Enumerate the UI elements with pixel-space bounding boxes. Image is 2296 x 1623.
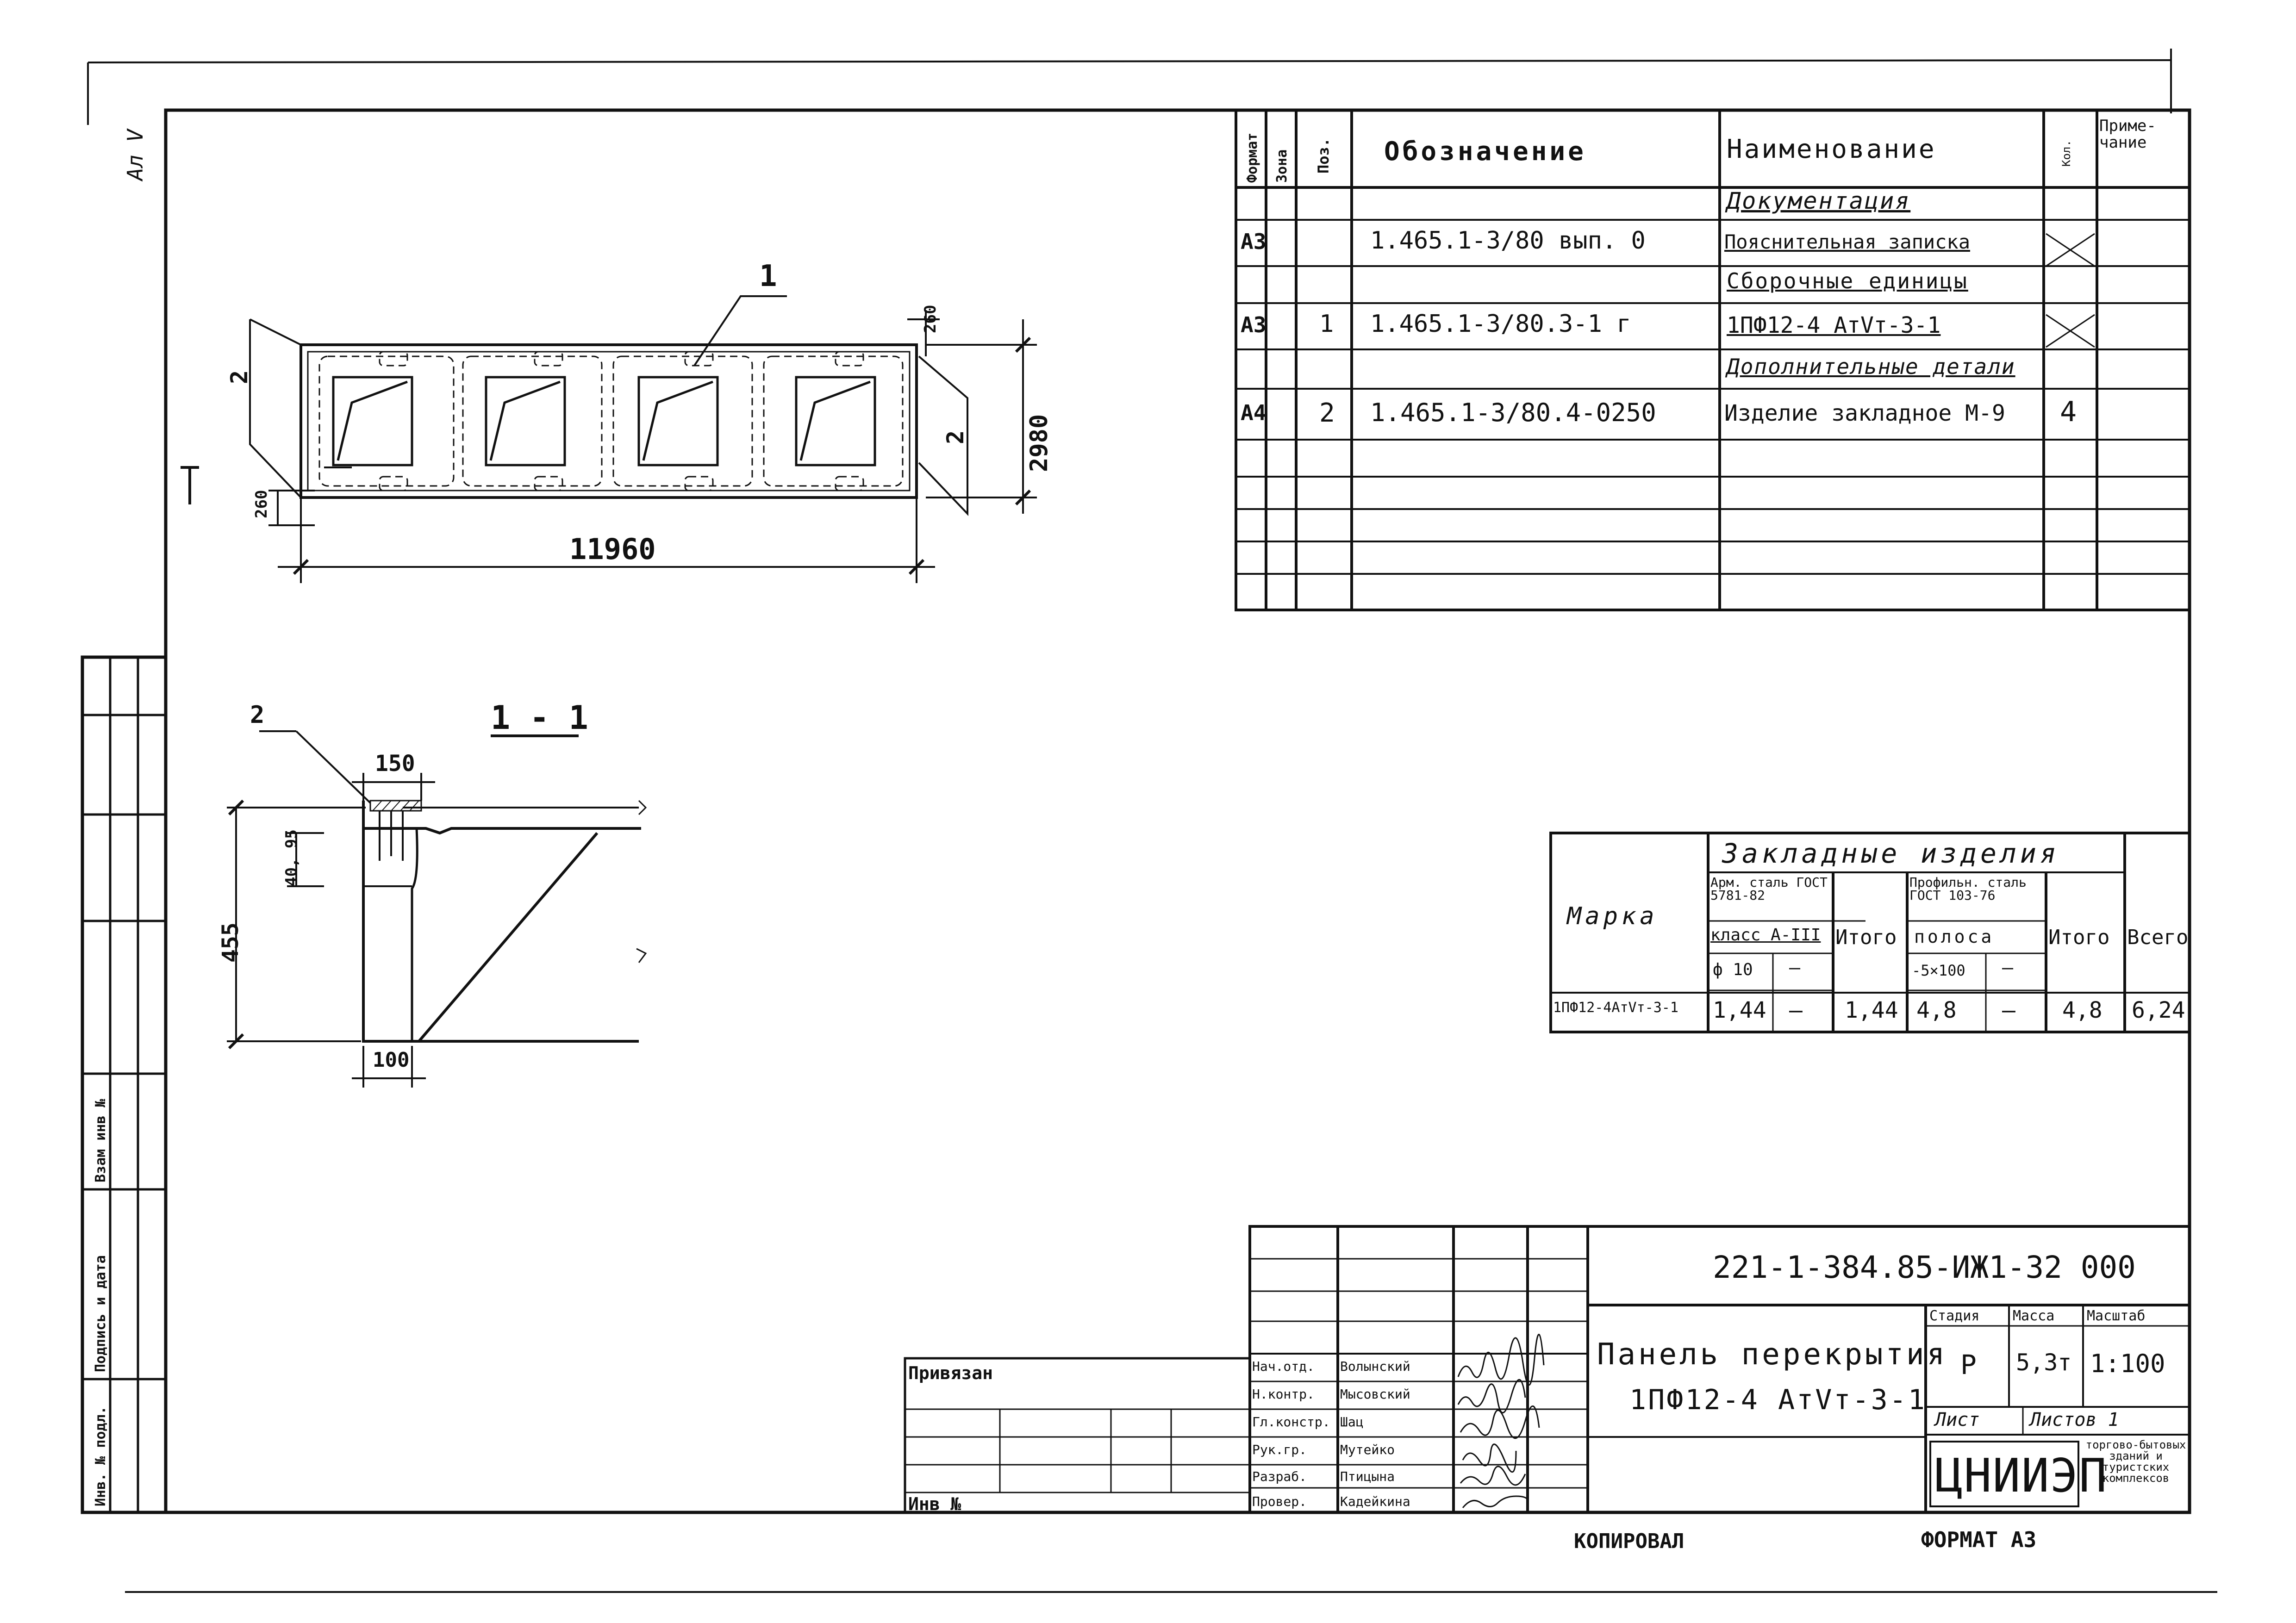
copied-label: КОПИРОВАЛ xyxy=(1574,1530,1685,1553)
title-block-stage-label: Стадия xyxy=(1929,1308,1980,1324)
panel-plan xyxy=(181,295,968,516)
embedded-marka: Марка xyxy=(1567,902,1658,930)
spec-header-qty: Кол. xyxy=(2060,140,2073,167)
spec-row-name: Изделие закладное М-9 xyxy=(1724,400,2005,426)
section-dim-100: 100 xyxy=(373,1048,410,1072)
spec-row-format: А3 xyxy=(1241,229,1267,254)
title-block-stage: Р xyxy=(1960,1349,1977,1380)
spec-header-pos: Поз. xyxy=(1315,137,1332,174)
person-name: Птицына xyxy=(1340,1469,1395,1484)
embedded-profile-steel: Профильн. сталь ГОСТ 103-76 xyxy=(1909,875,2027,903)
format-label: ФОРМАТ А3 xyxy=(1921,1527,2037,1552)
plan-dim-bottom: 260 xyxy=(252,490,271,518)
spec-row-name: 1ПФ12-4 АтVт-3-1 xyxy=(1727,312,1941,338)
person-role: Нач.отд. xyxy=(1252,1359,1315,1374)
section-dim-455: 455 xyxy=(218,922,243,963)
spec-header-name: Наименование xyxy=(1727,134,1936,164)
plan-dimensions xyxy=(268,310,1037,583)
spec-row-designation: 1.465.1-3/80.3-1 г xyxy=(1370,310,1631,338)
title-block-org: ЦНИИЭП xyxy=(1935,1449,2108,1503)
spec-row-format: А4 xyxy=(1241,400,1267,425)
spec-row-qty: 4 xyxy=(2060,396,2077,428)
plan-pos-1: 1 xyxy=(759,259,777,293)
embedded-dash: — xyxy=(2002,957,2014,978)
plan-dim-top: 260 xyxy=(921,305,940,333)
plan-dim-length: 11960 xyxy=(569,532,656,566)
section-1-1 xyxy=(259,730,647,1043)
title-block-title-line2: 1ПФ12-4 АтVт-3-1 xyxy=(1629,1384,1927,1416)
spec-row-format: А3 xyxy=(1241,312,1267,337)
embedded-row-a-total: 1,44 xyxy=(1845,997,1898,1023)
person-name: Мысовский xyxy=(1340,1387,1410,1402)
embedded-phi10: ф 10 xyxy=(1713,960,1753,979)
spec-row-designation: 1.465.1-3/80.4-0250 xyxy=(1370,398,1656,427)
embedded-class: класс А-III xyxy=(1710,926,1821,945)
title-block-mass: 5,3т xyxy=(2016,1349,2072,1376)
embedded-polosa: полоса xyxy=(1914,927,1995,947)
spec-row-section-name: Сборочные единицы xyxy=(1727,268,1968,293)
person-name: Мутейко xyxy=(1340,1442,1395,1457)
section-dim-40-95: 40, 95 xyxy=(282,829,301,886)
embedded-dash: — xyxy=(1789,957,1801,978)
person-name: Волынский xyxy=(1340,1359,1410,1374)
embedded-row-p-total: 4,8 xyxy=(2062,997,2103,1023)
person-role: Гл.констр. xyxy=(1252,1414,1330,1430)
spec-row-section-name: Дополнительные детали xyxy=(1727,354,2015,379)
spec-header-zone: Зона xyxy=(1274,149,1290,183)
title-block-mass-label: Масса xyxy=(2013,1308,2055,1324)
embedded-row-mark: 1ПФ12-4АтVт-3-1 xyxy=(1553,1000,1678,1016)
embedded-size: -5×100 xyxy=(1912,962,1965,979)
spec-header-format: Формат xyxy=(1244,132,1260,183)
title-block-sheet-label: Лист xyxy=(1935,1409,1980,1430)
section-dim-150: 150 xyxy=(375,751,415,777)
title-block-org-desc: торгово-бытовых зданий и туристских комп… xyxy=(2085,1438,2186,1485)
embedded-row-a2: — xyxy=(1789,997,1803,1023)
title-block-scale: 1:100 xyxy=(2090,1349,2165,1378)
person-name: Кадейкина xyxy=(1340,1494,1410,1509)
embedded-arm-steel: Арм. сталь ГОСТ 5781-82 xyxy=(1710,875,1828,903)
spec-row-designation: 1.465.1-3/80 вып. 0 xyxy=(1370,227,1646,255)
section-title: 1 - 1 xyxy=(491,699,588,737)
plan-dim-width: 2980 xyxy=(1025,414,1053,472)
title-block-sheets-label: Листов 1 xyxy=(2030,1409,2119,1430)
spec-header-note: Приме-чание xyxy=(2099,117,2156,152)
section-dimensions xyxy=(227,773,435,1088)
spec-row-name: Пояснительная записка xyxy=(1724,230,1971,253)
person-role: Провер. xyxy=(1252,1494,1307,1509)
plan-pos-2-left: 2 xyxy=(226,370,253,384)
embedded-row-p1: 4,8 xyxy=(1916,997,1957,1023)
person-role: Разраб. xyxy=(1252,1469,1307,1484)
title-block-scale-label: Масштаб xyxy=(2087,1308,2146,1324)
embedded-row-a1: 1,44 xyxy=(1713,997,1766,1023)
person-role: Рук.гр. xyxy=(1252,1442,1307,1457)
spec-row-pos: 1 xyxy=(1319,310,1334,338)
embedded-row-p2: — xyxy=(2002,997,2015,1023)
embedded-row-total: 6,24 xyxy=(2132,997,2185,1023)
title-block-privyazan: Привязан xyxy=(908,1363,993,1383)
title-block-code: 221-1-384.85-ИЖ1-32 000 xyxy=(1713,1250,2136,1285)
section-pos-2: 2 xyxy=(250,701,265,729)
spec-row-pos: 2 xyxy=(1319,398,1335,428)
org-logo-box xyxy=(1929,1441,2079,1507)
embedded-itogo: Итого xyxy=(1835,926,1897,949)
sheet-side-label: Ал V xyxy=(123,129,148,180)
person-name: Шац xyxy=(1340,1414,1364,1430)
plan-pos-2-right: 2 xyxy=(942,430,969,444)
embedded-title: Закладные изделия xyxy=(1722,838,2060,869)
stamp-sign-date: Подпись и дата xyxy=(93,1255,109,1372)
stamp-inv-orig: Инв. № подл. xyxy=(93,1406,109,1506)
spec-row-section-name: Документация xyxy=(1727,187,1911,214)
signatures xyxy=(1457,1334,1545,1508)
title-block-title-line1: Панель перекрытия xyxy=(1597,1337,1948,1372)
embedded-vsego: Всего xyxy=(2127,926,2189,949)
embedded-itogo: Итого xyxy=(2048,926,2110,949)
spec-header-designation: Обозначение xyxy=(1384,137,1586,167)
title-block-inv-no: Инв № xyxy=(908,1494,961,1514)
person-role: Н.контр. xyxy=(1252,1387,1315,1402)
stamp-inv-replace: Взам инв № xyxy=(93,1099,109,1182)
